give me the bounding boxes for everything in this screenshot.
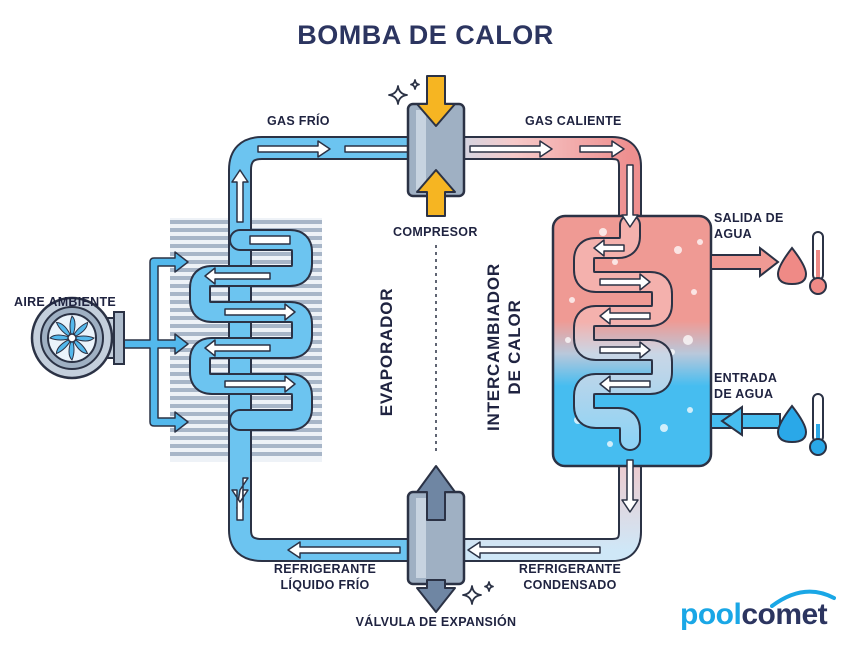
sparkle-icon bbox=[484, 581, 494, 592]
label-intercambiador: INTERCAMBIADOR DE CALOR bbox=[484, 263, 524, 431]
arrow-icon bbox=[257, 140, 331, 158]
arrow-icon bbox=[416, 465, 456, 521]
arrow-icon bbox=[416, 75, 456, 127]
label-gas-caliente: GAS CALIENTE bbox=[525, 114, 622, 128]
air-flow-arrows bbox=[119, 251, 189, 433]
thermometer-icon bbox=[809, 231, 827, 295]
condenser-coil bbox=[573, 214, 673, 451]
page-title: BOMBA DE CALOR bbox=[297, 20, 554, 50]
arrow-icon bbox=[416, 579, 456, 613]
sparkle-icon bbox=[462, 585, 482, 605]
arrow-icon bbox=[204, 267, 271, 285]
arrow-icon bbox=[599, 307, 651, 325]
arrow-icon bbox=[621, 459, 639, 513]
arrow-icon bbox=[621, 164, 639, 228]
arrow-icon bbox=[231, 489, 249, 521]
logo-part-pool: pool bbox=[680, 598, 742, 631]
label-entrada-agua: ENTRADA DE AGUA bbox=[714, 371, 777, 401]
arrow-icon bbox=[231, 169, 249, 223]
label-evaporador: EVAPORADOR bbox=[377, 287, 396, 417]
arrow-icon bbox=[469, 140, 553, 158]
arrow-icon bbox=[599, 273, 651, 291]
brand-logo[interactable]: poolcomet bbox=[680, 598, 828, 632]
label-aire-ambiente: AIRE AMBIENTE bbox=[14, 295, 117, 309]
label-gas-frio: GAS FRÍO bbox=[267, 114, 330, 128]
drop-icon bbox=[776, 246, 808, 286]
arrow-icon bbox=[287, 541, 401, 559]
flow-arrows bbox=[204, 140, 651, 559]
arrow-icon bbox=[593, 239, 625, 257]
arrow-icon bbox=[416, 169, 456, 217]
label-refrigerante-liquido: REFRIGERANTE LÍQUIDO FRÍO bbox=[273, 562, 377, 592]
thermometer-icon bbox=[809, 393, 827, 456]
logo-part-comet: comet bbox=[741, 598, 828, 631]
sparkle-icon bbox=[410, 79, 420, 90]
compressor bbox=[406, 75, 466, 217]
label-valvula-expansion: VÁLVULA DE EXPANSIÓN bbox=[355, 615, 517, 629]
arrow-icon bbox=[204, 339, 271, 357]
arrow-icon bbox=[599, 375, 651, 393]
drop-icon bbox=[776, 404, 808, 444]
label-salida-agua: SALIDA DE AGUA bbox=[714, 211, 784, 241]
arrow-icon bbox=[579, 140, 625, 158]
sparkle-icon bbox=[388, 85, 408, 105]
arrow-icon bbox=[224, 375, 296, 393]
arrow-icon bbox=[249, 235, 291, 245]
expansion-valve bbox=[406, 465, 466, 613]
arrow-icon bbox=[599, 341, 651, 359]
arrow-icon bbox=[224, 303, 296, 321]
label-refrigerante-condensado: REFRIGERANTE CONDENSADO bbox=[518, 562, 622, 592]
logo-arc bbox=[770, 589, 836, 608]
arrow-icon bbox=[467, 541, 601, 559]
fan-icon bbox=[30, 296, 125, 380]
label-compresor: COMPRESOR bbox=[393, 225, 478, 239]
